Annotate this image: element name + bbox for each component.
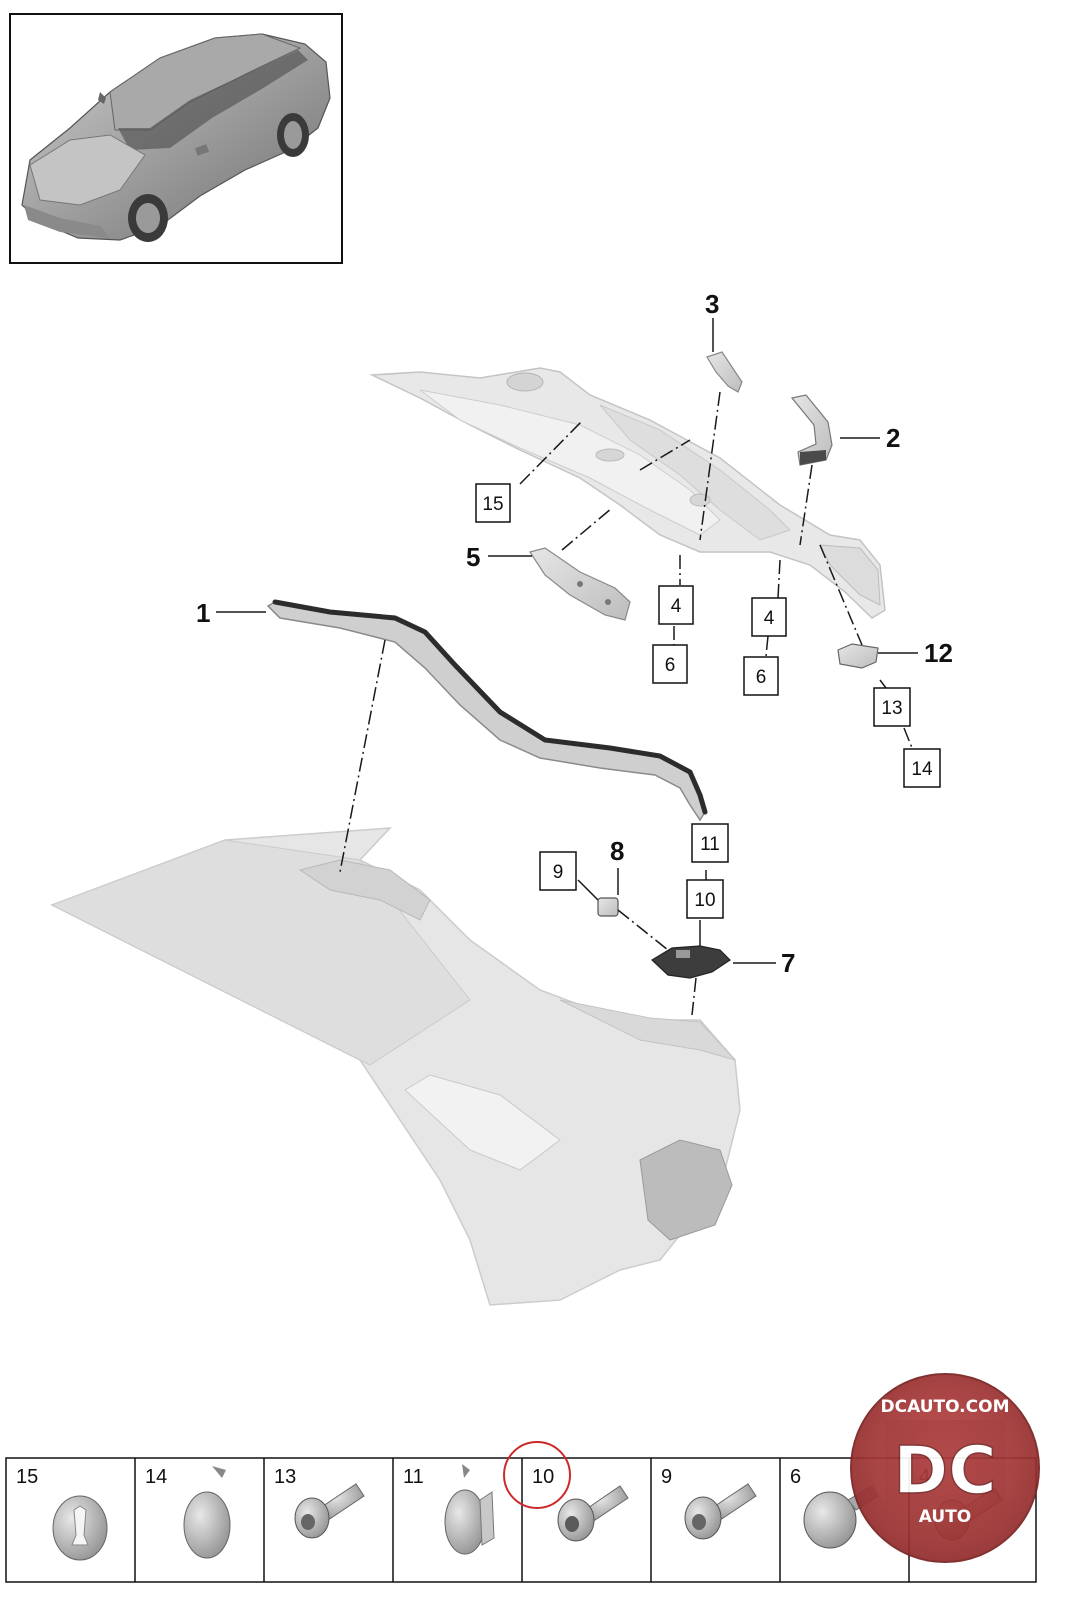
strip-label-6: 6	[790, 1466, 801, 1488]
callout-5: 5	[466, 542, 480, 572]
svg-text:4: 4	[764, 608, 775, 629]
svg-text:4: 4	[671, 596, 682, 617]
watermark-main-text: DC	[893, 1432, 996, 1509]
oval-plug-icon	[183, 1466, 231, 1559]
boxed-label-6-left: 6	[652, 644, 688, 684]
torx-bolt-icon	[557, 1485, 629, 1542]
boxed-label-10: 10	[686, 879, 724, 919]
boxed-label-6-right: 6	[743, 656, 779, 696]
strip-label-15: 15	[16, 1466, 38, 1488]
part-7-bracket	[651, 945, 731, 979]
boxed-label-4-left: 4	[658, 585, 694, 625]
flange-bolt-icon	[294, 1483, 365, 1539]
car-thumbnail-image	[21, 33, 331, 242]
leader-lines	[339, 391, 913, 1016]
watermark-bottom-text: AUTO	[919, 1507, 972, 1527]
callout-8: 8	[610, 836, 624, 866]
highlight-circle	[503, 1441, 571, 1509]
svg-text:6: 6	[756, 667, 767, 688]
flange-bolt-icon	[684, 1483, 757, 1540]
callout-7: 7	[781, 948, 795, 978]
svg-text:11: 11	[700, 834, 720, 855]
dcauto-watermark-logo: DCAUTO.COM DC AUTO	[850, 1373, 1040, 1563]
solid-leader-lines	[216, 318, 918, 964]
svg-text:10: 10	[694, 890, 715, 911]
boxed-label-15: 15	[475, 483, 511, 523]
svg-text:9: 9	[553, 862, 564, 883]
strip-cell-13: 13	[274, 1466, 365, 1539]
boxed-label-4-right: 4	[751, 597, 787, 637]
strip-cell-9: 9	[661, 1466, 757, 1540]
strip-label-10: 10	[532, 1466, 554, 1488]
callout-3: 3	[705, 289, 719, 319]
vehicle-overview-panel	[9, 13, 343, 264]
rear-body-shell	[50, 827, 741, 1306]
part-1-tailgate-seal	[266, 599, 708, 822]
boxed-label-13: 13	[873, 687, 911, 727]
part-12-buffer	[837, 643, 879, 669]
clip-plug-icon	[444, 1464, 495, 1555]
watermark-top-text: DCAUTO.COM	[880, 1397, 1009, 1417]
part-3-bracket	[706, 351, 743, 393]
callout-12: 12	[924, 638, 953, 668]
part-2-bracket	[790, 394, 833, 466]
round-plug-cap-icon	[52, 1495, 108, 1561]
svg-text:13: 13	[881, 698, 902, 719]
callout-1: 1	[196, 598, 210, 628]
strip-label-11: 11	[403, 1466, 424, 1488]
boxed-label-9: 9	[539, 851, 577, 891]
strip-cell-15: 15	[16, 1466, 108, 1561]
part-8-clip	[597, 897, 619, 917]
strip-label-9: 9	[661, 1466, 672, 1488]
strip-cell-14: 14	[145, 1466, 231, 1559]
boxed-label-14: 14	[903, 748, 941, 788]
svg-text:15: 15	[482, 494, 503, 515]
strip-cell-10: 10	[503, 1441, 629, 1542]
strip-cell-11: 11	[403, 1464, 495, 1555]
strip-label-13: 13	[274, 1466, 296, 1488]
callout-2: 2	[886, 423, 900, 453]
part-5-bracket	[529, 547, 631, 621]
svg-text:14: 14	[911, 759, 933, 780]
strip-label-14: 14	[145, 1466, 167, 1488]
tailgate-frame-part	[369, 367, 886, 619]
svg-text:6: 6	[665, 655, 676, 676]
boxed-label-11: 11	[691, 823, 729, 863]
